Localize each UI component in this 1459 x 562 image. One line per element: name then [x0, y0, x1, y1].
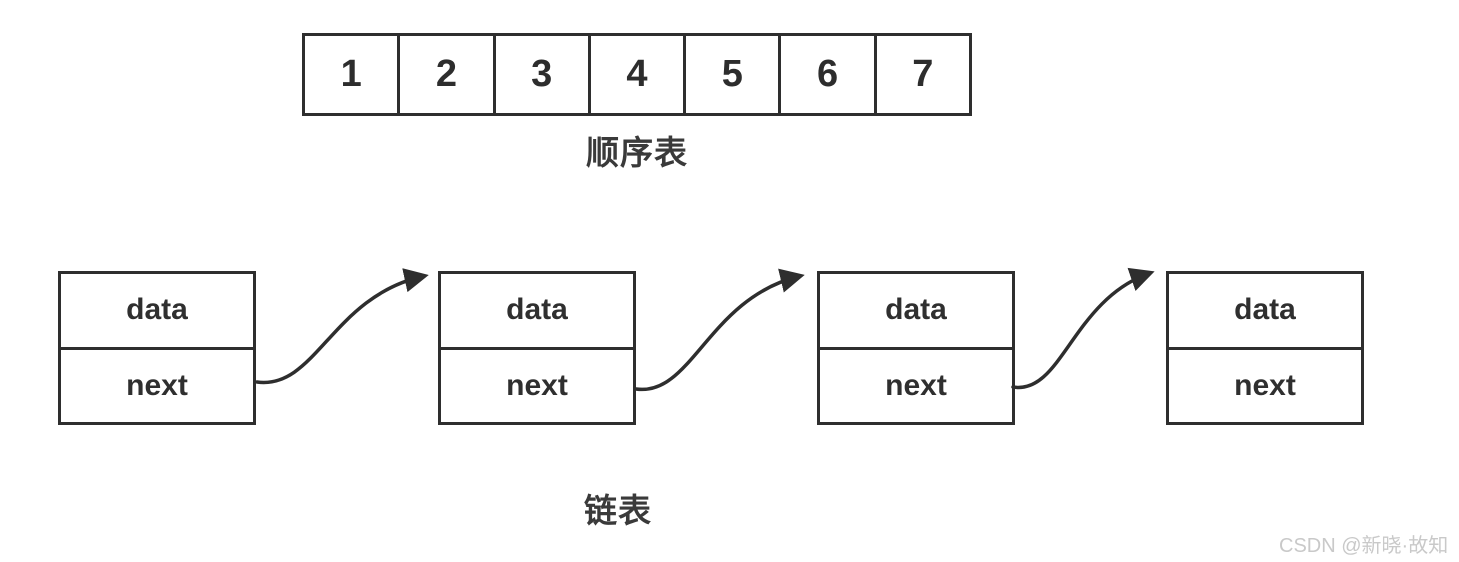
arrow-node1-to-node2-icon — [255, 268, 429, 385]
array-cell-1: 1 — [340, 53, 362, 95]
node-4-next-cell: next — [1234, 368, 1296, 402]
linked-list-label: 链表 — [584, 492, 652, 529]
node-3-next-cell: next — [885, 368, 947, 402]
node-2-data-cell: data — [441, 274, 633, 350]
sequential-list: 1 2 3 4 5 6 7 — [302, 33, 972, 116]
node-1-next-cell: next — [126, 368, 188, 402]
list-node-1: data next — [58, 271, 256, 425]
node-4-data-cell: data — [1169, 274, 1361, 350]
array-cell-4: 4 — [587, 36, 683, 113]
array-cell-7: 7 — [873, 36, 969, 113]
arrow-node3-to-node4-icon — [1011, 267, 1155, 390]
list-node-4: data next — [1166, 271, 1364, 425]
list-node-2: data next — [438, 271, 636, 425]
list-node-3: data next — [817, 271, 1015, 425]
array-cell-3: 3 — [492, 36, 588, 113]
array-cell-5: 5 — [683, 36, 778, 113]
node-2-next-cell: next — [506, 368, 568, 402]
array-cell-6: 6 — [778, 36, 873, 113]
array-cell-2: 2 — [397, 36, 492, 113]
node-1-data-cell: data — [61, 274, 253, 350]
node-3-data-cell: data — [820, 274, 1012, 350]
arrow-node2-to-node3-icon — [634, 268, 805, 392]
watermark: CSDN @新晓·故知 — [1279, 535, 1449, 557]
sequential-list-label: 顺序表 — [586, 134, 688, 171]
